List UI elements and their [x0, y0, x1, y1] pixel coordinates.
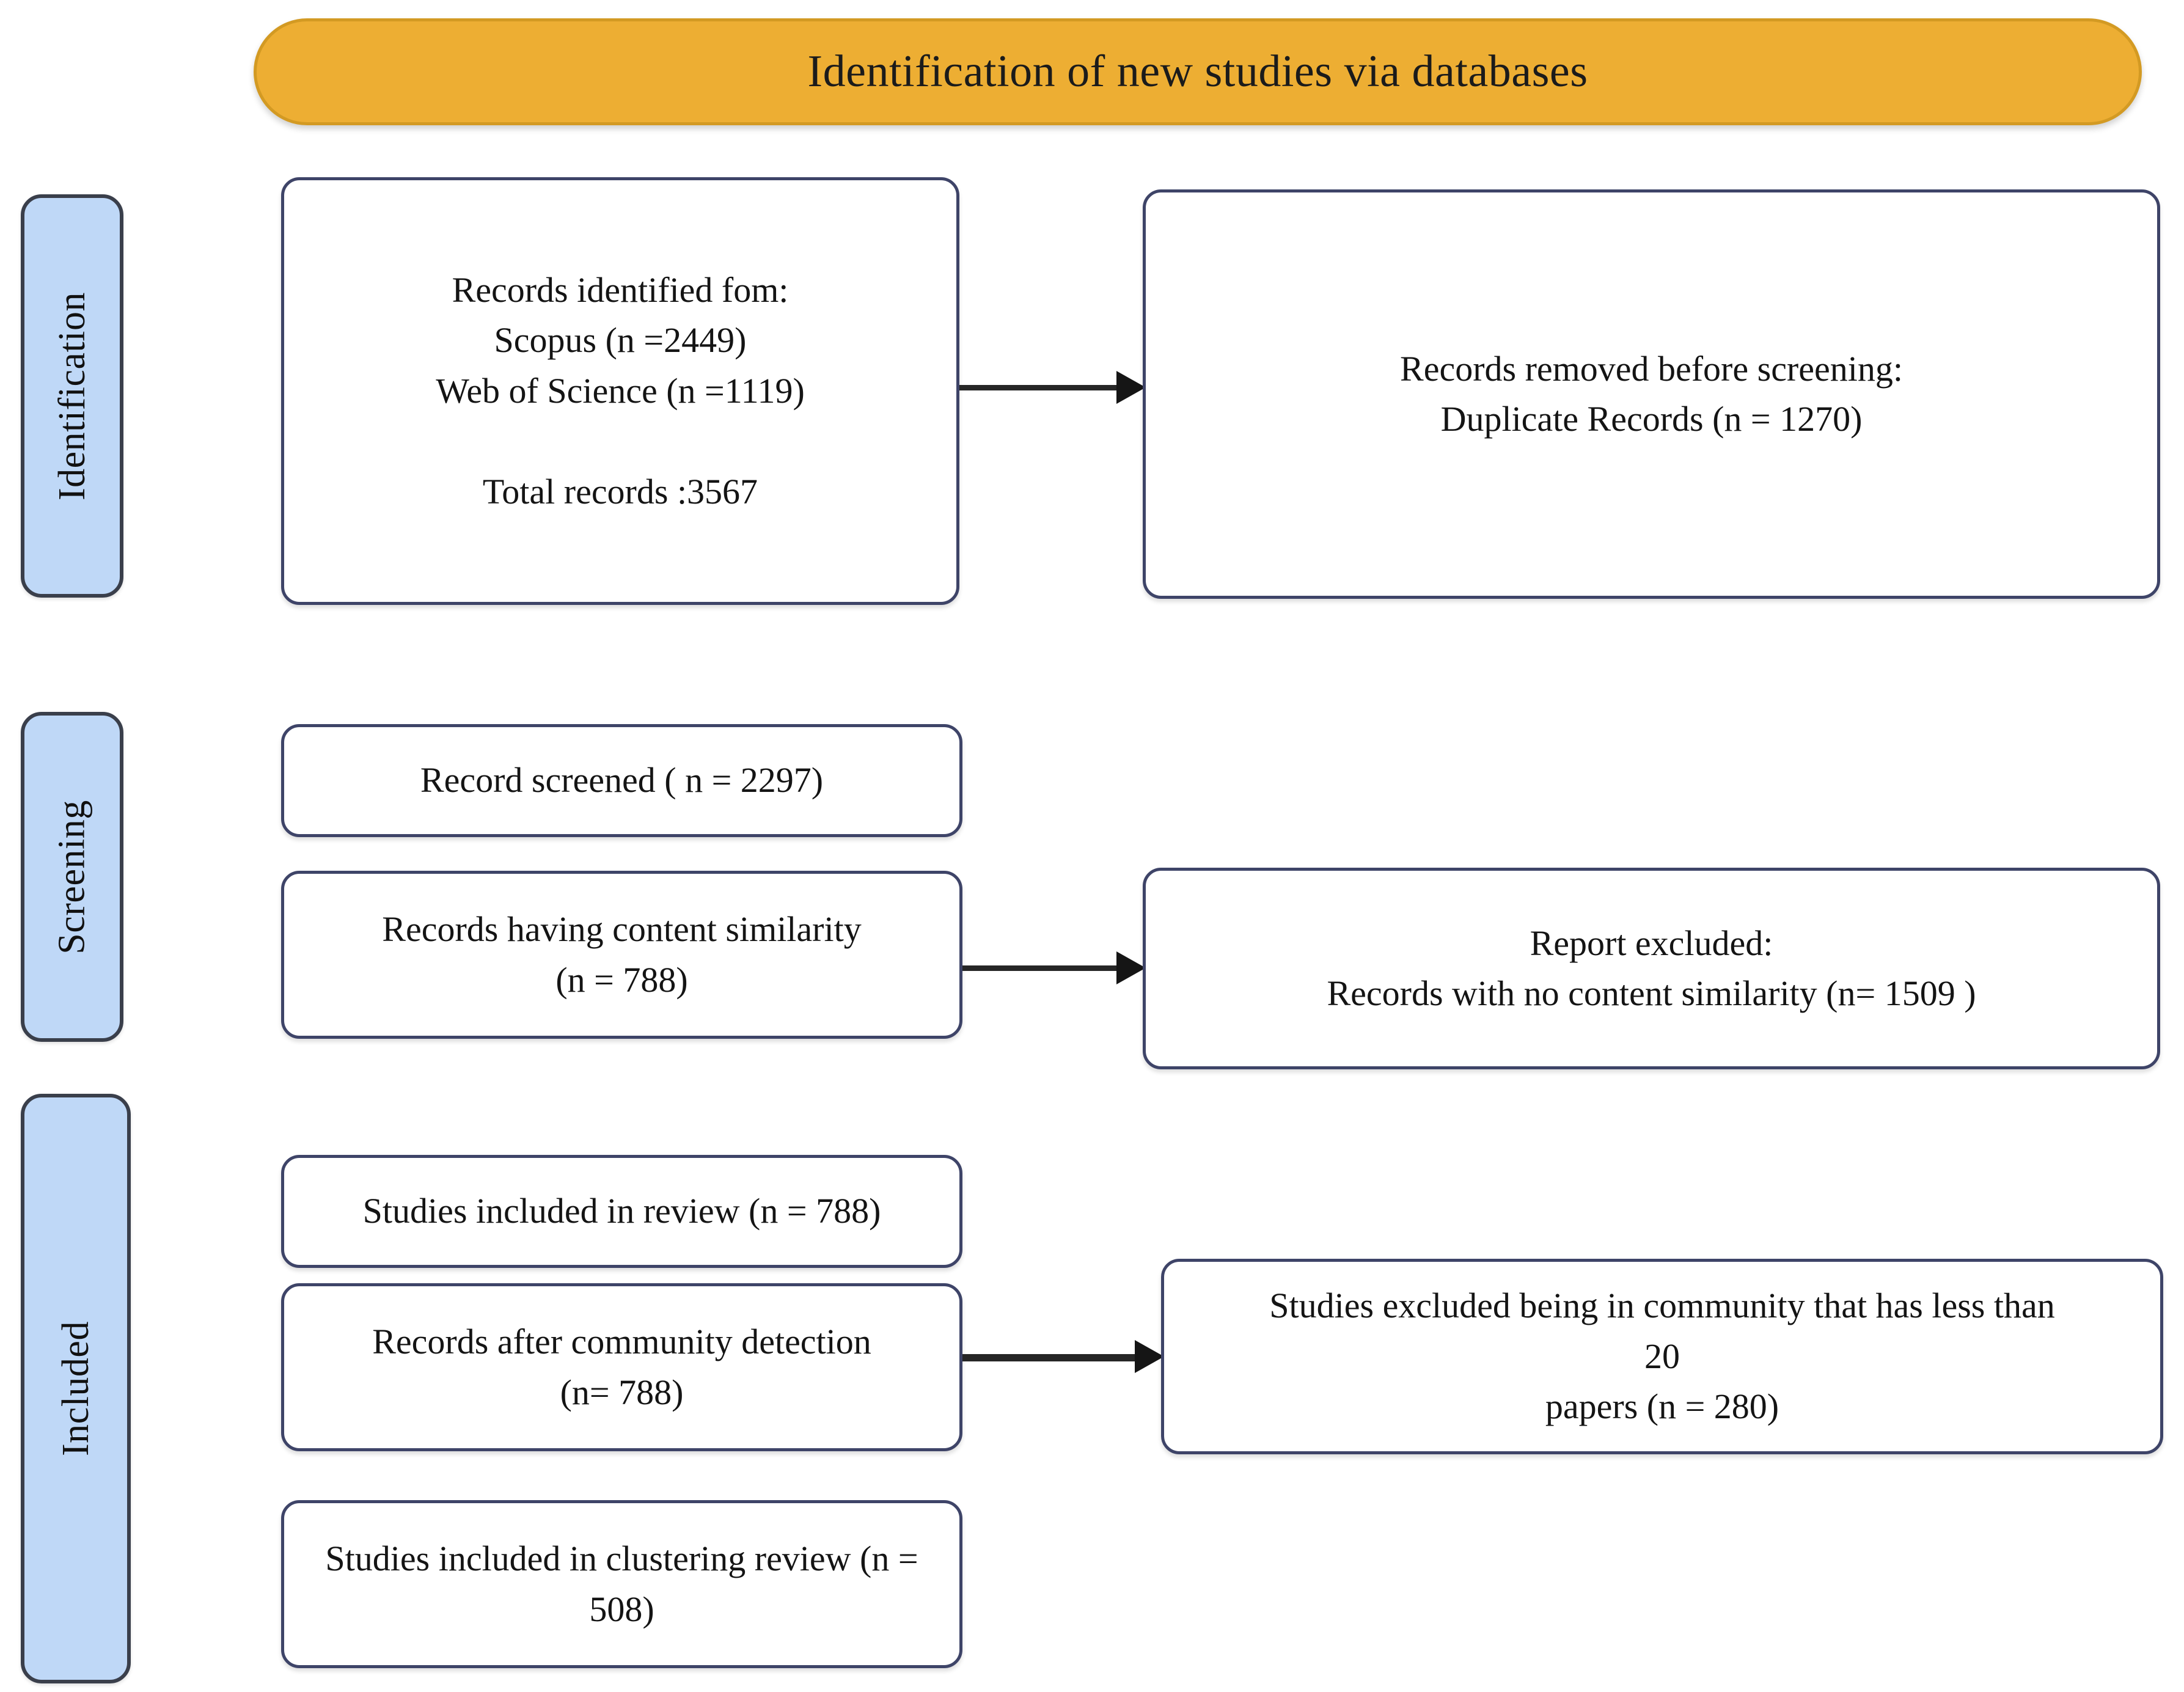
arrow-shaft — [962, 1354, 1137, 1361]
arrow-community-to-studies-excluded — [962, 1340, 1164, 1373]
flow-box-records-removed: Records removed before screening: Duplic… — [1143, 189, 2160, 599]
stage-label-included: Included — [21, 1094, 131, 1683]
stage-label-identification: Identification — [21, 194, 123, 598]
stage-label-included-text: Included — [54, 1321, 97, 1456]
flow-box-records-identified: Records identified fom: Scopus (n =2449)… — [281, 177, 959, 605]
arrow-similarity-to-report-excluded — [962, 951, 1146, 984]
flow-box-studies-included-review-text: Studies included in review (n = 788) — [362, 1191, 881, 1231]
flow-box-record-screened: Record screened ( n = 2297) — [281, 724, 962, 837]
flow-box-studies-included-review: Studies included in review (n = 788) — [281, 1155, 962, 1268]
flow-box-studies-included-clustering-review: Studies included in clustering review (n… — [281, 1500, 962, 1668]
flow-box-report-excluded-text: Report excluded: Records with no content… — [1327, 923, 1976, 1013]
flow-box-records-after-community-detection-text: Records after community detection (n= 78… — [372, 1322, 871, 1412]
arrow-shaft — [959, 385, 1118, 390]
stage-label-identification-text: Identification — [51, 291, 93, 500]
flow-box-records-identified-text: Records identified fom: Scopus (n =2449)… — [436, 270, 805, 511]
stage-label-screening-text: Screening — [51, 799, 93, 954]
stage-label-screening: Screening — [21, 712, 123, 1042]
flow-box-studies-included-clustering-review-text: Studies included in clustering review (n… — [325, 1539, 918, 1629]
flow-box-studies-excluded: Studies excluded being in community that… — [1161, 1259, 2163, 1454]
arrow-head-icon — [1135, 1340, 1164, 1373]
flow-box-report-excluded: Report excluded: Records with no content… — [1143, 868, 2160, 1069]
arrow-identified-to-removed — [959, 371, 1146, 404]
diagram-header-banner: Identification of new studies via databa… — [254, 18, 2142, 125]
flow-box-studies-excluded-text: Studies excluded being in community that… — [1269, 1286, 2055, 1427]
arrow-shaft — [962, 965, 1118, 971]
flow-box-records-removed-text: Records removed before screening: Duplic… — [1400, 348, 1903, 439]
flow-box-records-content-similarity-text: Records having content similarity (n = 7… — [382, 909, 862, 1000]
page-title: Identification of new studies via databa… — [807, 46, 1588, 97]
flow-box-record-screened-text: Record screened ( n = 2297) — [420, 760, 824, 800]
flow-box-records-content-similarity: Records having content similarity (n = 7… — [281, 871, 962, 1039]
arrow-head-icon — [1116, 371, 1146, 404]
flow-box-records-after-community-detection: Records after community detection (n= 78… — [281, 1283, 962, 1451]
arrow-head-icon — [1116, 951, 1146, 984]
